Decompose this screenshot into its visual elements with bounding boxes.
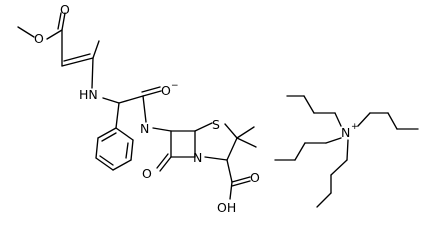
amide-nitrogen-label: N bbox=[140, 121, 149, 136]
acid-carbonyl-oxygen-label: O bbox=[250, 170, 260, 185]
ring-nitrogen-label: N bbox=[193, 150, 202, 165]
ammonium-nitrogen-label: N bbox=[341, 125, 350, 140]
cation-bonds bbox=[274, 95, 419, 208]
acid-hydroxyl-label: OH bbox=[217, 200, 236, 215]
molecule-drawing: O O HN O − N S N O O OH N + bbox=[17, 2, 419, 215]
anion-bonds bbox=[17, 12, 257, 200]
structure-canvas: O O HN O − N S N O O OH N + bbox=[17, 2, 419, 215]
lactam-oxygen-label: O bbox=[142, 166, 152, 181]
ester-oxygen-label: O bbox=[34, 31, 44, 46]
carboxylate-oxygen-label: O bbox=[161, 83, 171, 98]
anion-atom-labels: O O HN O − N S N O O OH bbox=[34, 2, 260, 215]
cation-atom-labels: N + bbox=[341, 122, 359, 140]
ester-carbonyl-oxygen-label: O bbox=[60, 2, 70, 17]
sulfur-label: S bbox=[212, 117, 220, 132]
amine-nh-label: HN bbox=[79, 87, 98, 102]
negative-charge-label: − bbox=[171, 81, 179, 91]
positive-charge-label: + bbox=[351, 122, 359, 132]
